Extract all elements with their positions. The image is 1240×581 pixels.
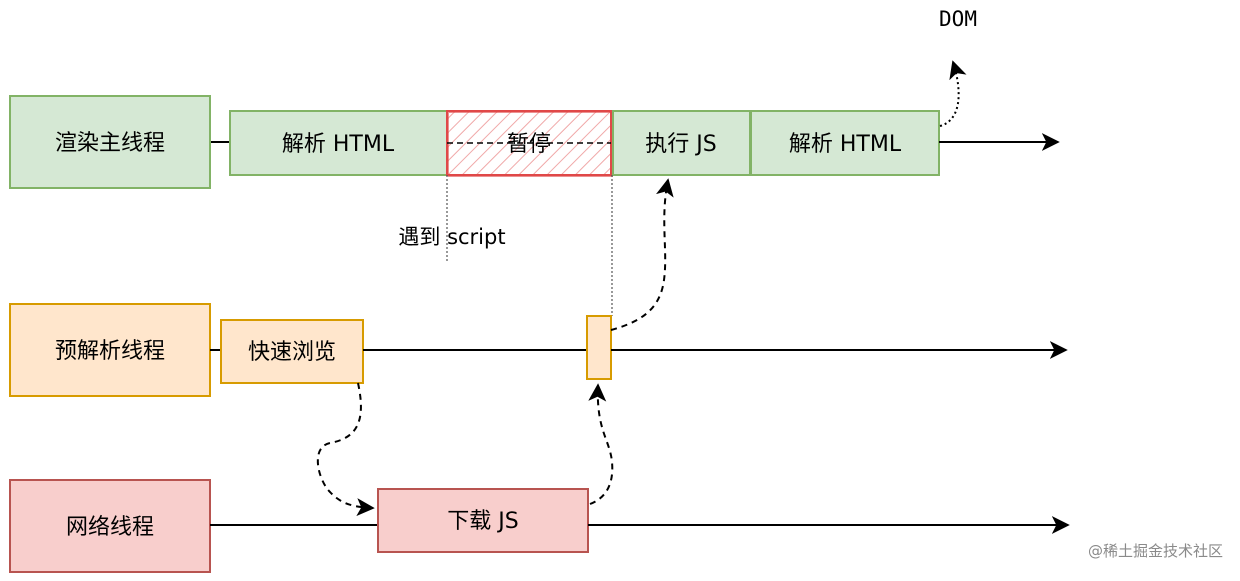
preparse-thread-label: 预解析线程	[55, 339, 165, 364]
dom-output-arrow	[939, 60, 967, 127]
dom-label: DOM	[939, 7, 977, 31]
network-thread-label: 网络线程	[66, 515, 154, 540]
quick-scan-box: 快速浏览	[220, 319, 364, 384]
download-js-box: 下载 JS	[377, 488, 589, 553]
network-thread-box: 网络线程	[9, 479, 211, 573]
preparse-ready-marker	[586, 315, 612, 380]
watermark-text: @稀土掘金技术社区	[1088, 542, 1223, 560]
parse-html-label-1: 解析 HTML	[282, 132, 395, 157]
render-thread-box: 渲染主线程	[9, 95, 211, 189]
request-js-arrow	[316, 382, 375, 517]
js-downloaded-arrow	[588, 383, 614, 505]
execute-js-arrow	[610, 178, 674, 331]
render-thread-label: 渲染主线程	[55, 131, 165, 156]
parse-html-box-1: 解析 HTML	[229, 110, 448, 176]
pause-label: 暂停	[507, 132, 551, 157]
exec-js-label: 执行 JS	[645, 132, 716, 157]
preparse-thread-box: 预解析线程	[9, 303, 211, 397]
parse-html-label-2: 解析 HTML	[789, 132, 902, 157]
parse-html-box-2: 解析 HTML	[750, 110, 940, 176]
download-js-label: 下载 JS	[447, 509, 518, 534]
exec-js-box: 执行 JS	[612, 110, 751, 176]
encounter-script-label: 遇到 script	[398, 225, 505, 249]
quick-scan-label: 快速浏览	[248, 340, 336, 365]
pause-box: 暂停	[446, 110, 613, 177]
